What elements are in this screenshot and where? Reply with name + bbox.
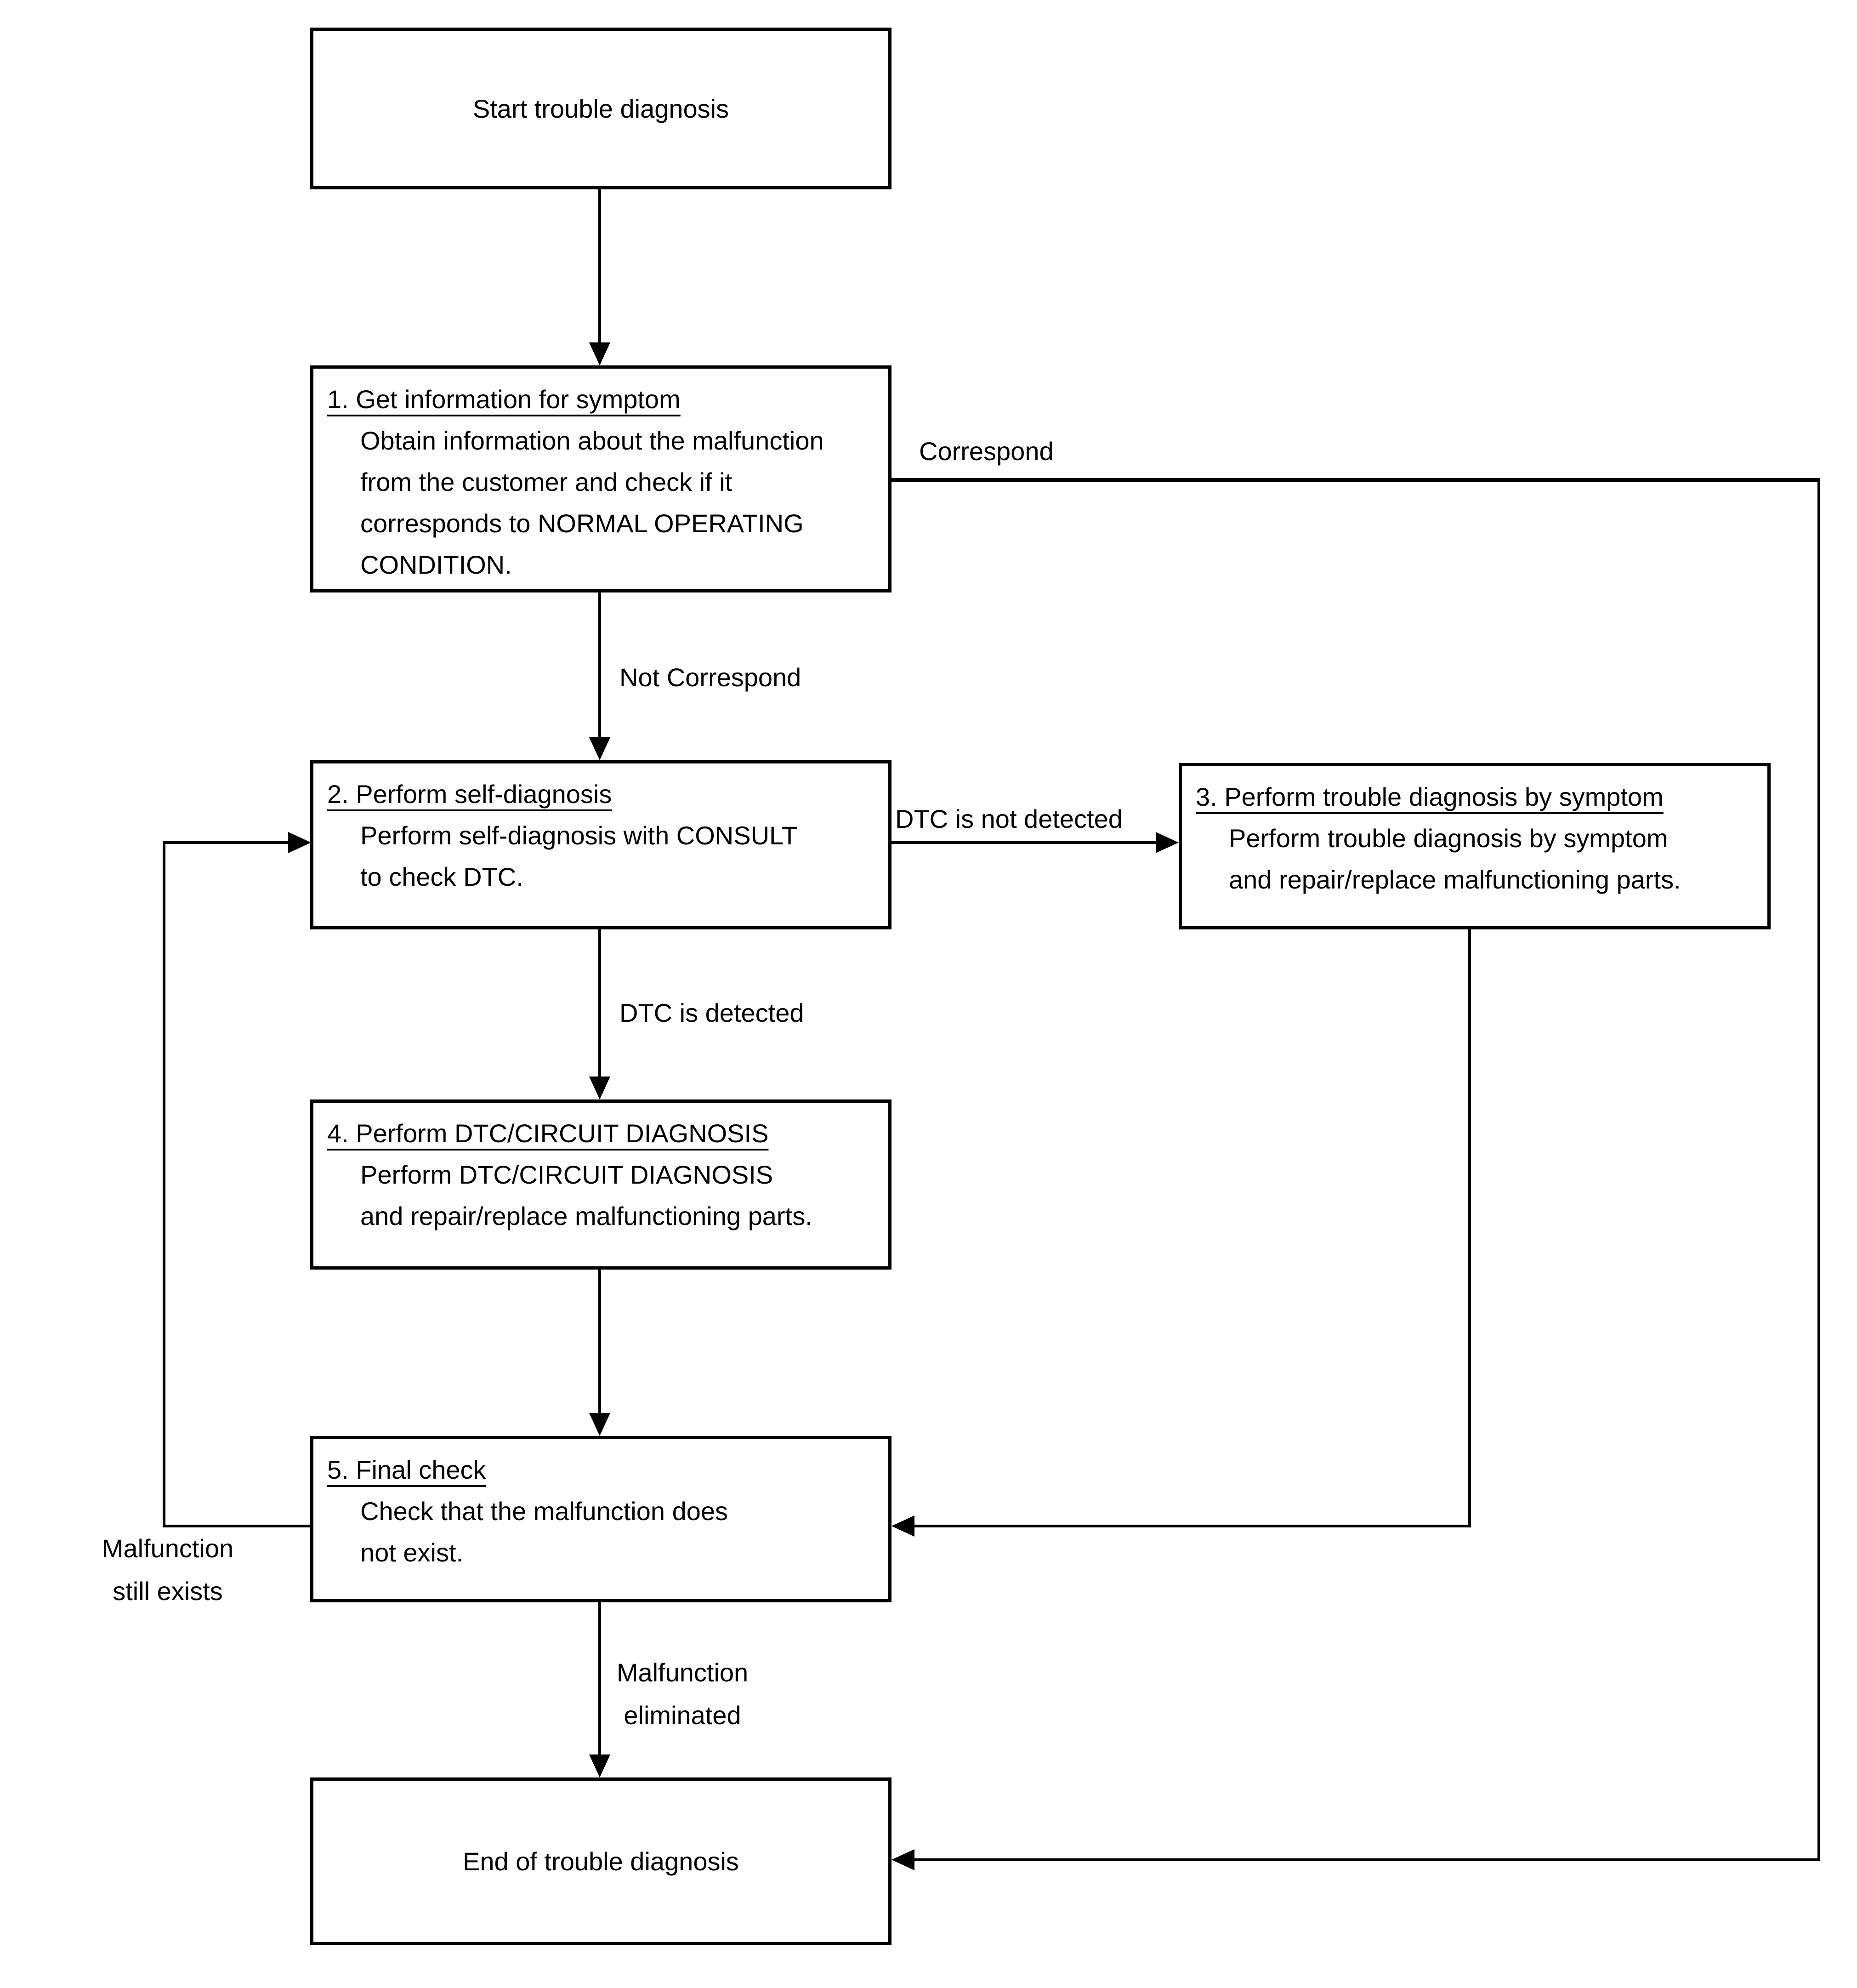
step2-body-line: to check DTC. [360, 862, 523, 891]
edge-loop-bottom-line [163, 1525, 310, 1527]
edge-step3-step5-arrowhead-icon [892, 1515, 914, 1537]
step4-heading: 4. Perform DTC/CIRCUIT DIAGNOSIS [327, 1119, 769, 1148]
step1-heading: 1. Get information for symptom [327, 385, 681, 414]
edge-start-step1-arrowhead-icon [589, 342, 610, 365]
edge-label-malfunction-eliminated-line: Malfunction [616, 1658, 749, 1687]
edge-loop-top-line [163, 841, 288, 844]
edge-label-malfunction-still-exists-line: still exists [113, 1577, 223, 1606]
edge-step1-step2-line [598, 592, 601, 737]
step5-heading: 5. Final check [327, 1455, 486, 1484]
step2-node: 2. Perform self-diagnosis Perform self-d… [310, 760, 892, 929]
edge-label-correspond: Correspond [919, 437, 1054, 466]
edge-loop-vertical-line [163, 841, 165, 1527]
edge-label-malfunction-still-exists-line: Malfunction [102, 1534, 234, 1563]
edge-step3-step5-vertical-line [1468, 929, 1471, 1527]
step4-body-line: Perform DTC/CIRCUIT DIAGNOSIS [360, 1160, 773, 1189]
edge-step3-step5-horizontal-line [914, 1525, 1471, 1527]
edge-label-malfunction-eliminated-line: eliminated [624, 1701, 741, 1730]
edge-label-malfunction-still-exists: Malfunction still exists [46, 1527, 290, 1612]
step1-body-line: corresponds to NORMAL OPERATING [360, 509, 804, 538]
edge-correspond-bottom-line [914, 1858, 1820, 1861]
edge-correspond-end-arrowhead-icon [892, 1849, 914, 1870]
edge-step4-step5-arrowhead-icon [589, 1413, 610, 1436]
step5-node: 5. Final check Check that the malfunctio… [310, 1436, 892, 1602]
start-node-label: Start trouble diagnosis [472, 94, 729, 123]
step1-body-line: CONDITION. [360, 550, 512, 579]
edge-correspond-top-line [892, 478, 1820, 482]
edge-loop-arrowhead-icon [288, 832, 311, 853]
edge-label-malfunction-eliminated: Malfunction eliminated [565, 1651, 800, 1737]
step1-body-line: Obtain information about the malfunction [360, 426, 824, 455]
step5-body-line: Check that the malfunction does [360, 1497, 728, 1526]
start-node: Start trouble diagnosis [310, 28, 892, 189]
edge-step2-step4-arrowhead-icon [589, 1077, 610, 1099]
step1-node: 1. Get information for symptom Obtain in… [310, 365, 892, 592]
step4-body-line: and repair/replace malfunctioning parts. [360, 1202, 812, 1230]
edge-step2-step3-line [892, 841, 1156, 844]
edge-label-dtc-not-detected: DTC is not detected [895, 804, 1123, 833]
step2-body-line: Perform self-diagnosis with CONSULT [360, 821, 798, 850]
edge-step2-step3-arrowhead-icon [1156, 832, 1179, 853]
step5-body-line: not exist. [360, 1538, 464, 1567]
end-node-label: End of trouble diagnosis [463, 1847, 739, 1876]
edge-step2-step4-line [598, 929, 601, 1077]
edge-step5-end-arrowhead-icon [589, 1754, 610, 1777]
step3-node: 3. Perform trouble diagnosis by symptom … [1179, 763, 1771, 929]
edge-label-dtc-detected: DTC is detected [619, 998, 804, 1027]
edge-correspond-vertical-line [1817, 478, 1820, 1861]
edge-start-step1-line [598, 189, 601, 342]
edge-label-not-correspond: Not Correspond [619, 663, 801, 692]
step3-body-line: and repair/replace malfunctioning parts. [1229, 865, 1681, 894]
end-node: End of trouble diagnosis [310, 1777, 892, 1945]
step3-heading: 3. Perform trouble diagnosis by symptom [1196, 782, 1664, 811]
edge-step5-end-line [598, 1602, 601, 1754]
edge-step4-step5-line [598, 1270, 601, 1413]
step3-body-line: Perform trouble diagnosis by symptom [1229, 824, 1668, 853]
step1-body-line: from the customer and check if it [360, 467, 733, 496]
step4-node: 4. Perform DTC/CIRCUIT DIAGNOSIS Perform… [310, 1099, 892, 1270]
step2-heading: 2. Perform self-diagnosis [327, 780, 612, 809]
edge-step1-step2-arrowhead-icon [589, 737, 610, 760]
